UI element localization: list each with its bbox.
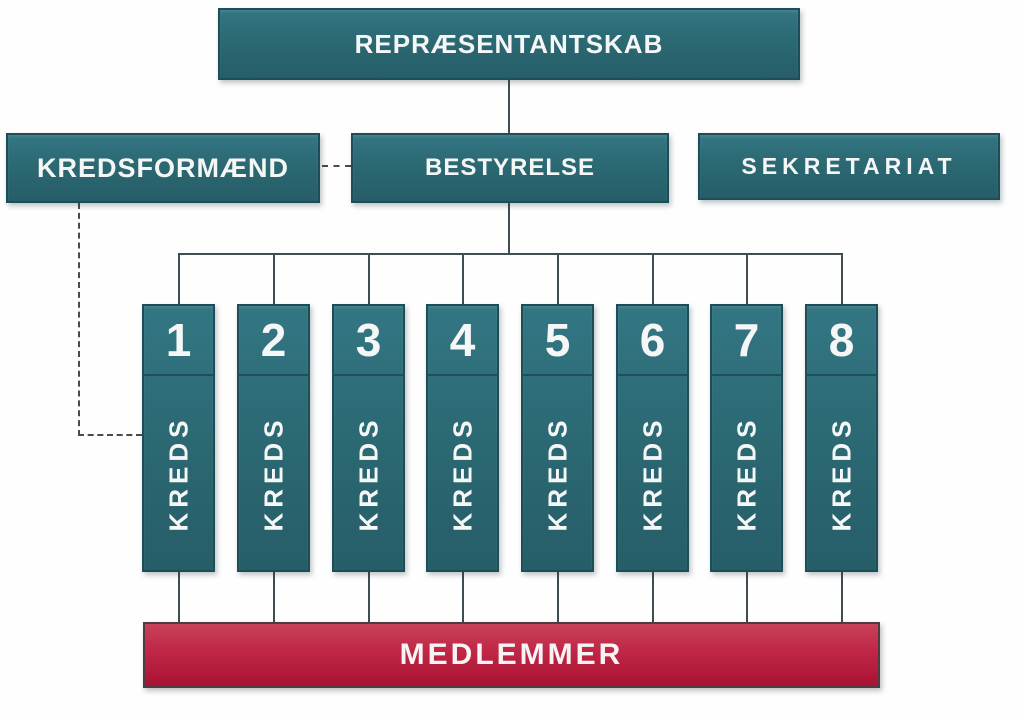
kreds-number: 3 (355, 314, 382, 366)
node-medlemmer: MEDLEMMER (143, 622, 880, 688)
kreds-divider (712, 374, 781, 376)
node-bestyrelse-label: BESTYRELSE (424, 154, 596, 181)
kreds-label: KREDS (542, 414, 573, 532)
connector-rail-kreds-4 (462, 253, 464, 304)
kreds-label: KREDS (447, 414, 478, 532)
dashed-connector-kredsformaend-bestyrelse (322, 165, 351, 167)
connector-rail-kreds-8 (841, 253, 843, 304)
node-kredsformaend: KREDSFORMÆND (6, 133, 320, 203)
node-repraesentantskab-label: REPRÆSENTANTSKAB (354, 28, 664, 59)
node-bestyrelse: BESTYRELSE (351, 133, 669, 203)
kreds-divider (618, 374, 687, 376)
node-kreds-2: 2 KREDS (237, 304, 310, 572)
node-medlemmer-label: MEDLEMMER (399, 638, 624, 671)
connector-rail-kreds-2 (273, 253, 275, 304)
node-kreds-7: 7 KREDS (710, 304, 783, 572)
connector-repraesentantskab-bestyrelse (508, 80, 510, 133)
connector-kreds-7-medlemmer (746, 571, 748, 622)
node-kreds-6: 6 KREDS (616, 304, 689, 572)
dashed-connector-kredsformaend-down (78, 203, 80, 436)
connector-rail-kreds-5 (557, 253, 559, 304)
kreds-number: 5 (544, 314, 571, 366)
connector-kreds-5-medlemmer (557, 571, 559, 622)
node-kreds-4: 4 KREDS (426, 304, 499, 572)
node-kredsformaend-label: KREDSFORMÆND (37, 152, 289, 183)
kreds-divider (807, 374, 876, 376)
node-kreds-8: 8 KREDS (805, 304, 878, 572)
node-sekretariat-label: SEKRETARIAT (741, 153, 957, 179)
kreds-divider (334, 374, 403, 376)
dashed-connector-kredsformaend-kreds-1 (78, 434, 142, 436)
node-kreds-3: 3 KREDS (332, 304, 405, 572)
kreds-number: 6 (639, 314, 666, 366)
kreds-label: KREDS (826, 414, 857, 532)
node-repraesentantskab: REPRÆSENTANTSKAB (218, 8, 800, 80)
connector-kreds-8-medlemmer (841, 571, 843, 622)
kreds-label: KREDS (163, 414, 194, 532)
connector-rail-kreds-6 (652, 253, 654, 304)
kreds-number: 1 (165, 314, 192, 366)
connector-kreds-4-medlemmer (462, 571, 464, 622)
kreds-divider (144, 374, 213, 376)
node-sekretariat: SEKRETARIAT (698, 133, 1000, 200)
kreds-label: KREDS (353, 414, 384, 532)
connector-kreds-3-medlemmer (368, 571, 370, 622)
kreds-label: KREDS (258, 414, 289, 532)
connector-rail-kreds-7 (746, 253, 748, 304)
node-kreds-1: 1 KREDS (142, 304, 215, 572)
kreds-divider (523, 374, 592, 376)
kreds-divider (239, 374, 308, 376)
kreds-label: KREDS (731, 414, 762, 532)
kreds-number: 7 (733, 314, 760, 366)
connector-rail (178, 253, 843, 255)
kreds-number: 4 (449, 314, 476, 366)
node-kreds-5: 5 KREDS (521, 304, 594, 572)
connector-kreds-2-medlemmer (273, 571, 275, 622)
connector-rail-kreds-1 (178, 253, 180, 304)
kreds-number: 2 (260, 314, 287, 366)
connector-kreds-1-medlemmer (178, 571, 180, 622)
kreds-divider (428, 374, 497, 376)
kreds-label: KREDS (637, 414, 668, 532)
connector-kreds-6-medlemmer (652, 571, 654, 622)
kreds-number: 8 (828, 314, 855, 366)
connector-bestyrelse-rail (508, 203, 510, 253)
connector-rail-kreds-3 (368, 253, 370, 304)
